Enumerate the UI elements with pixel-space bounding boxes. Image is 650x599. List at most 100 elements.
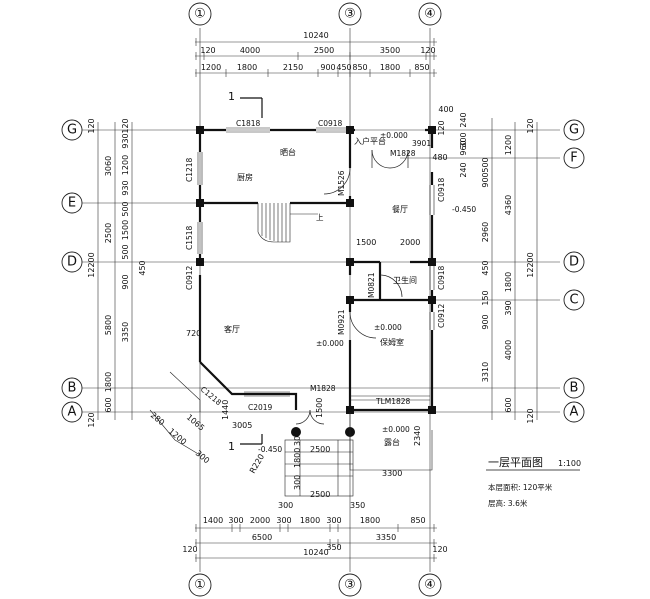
dim-bottom-r2-1: 350 bbox=[326, 543, 341, 552]
level-entrance: ±0.000 bbox=[380, 131, 408, 140]
code-c2019: C2019 bbox=[248, 403, 273, 412]
dim-bottom-r1-3: 300 bbox=[276, 516, 291, 525]
axis-label-3-bottom: ③ bbox=[344, 578, 356, 593]
title-height: 层高: 3.6米 bbox=[488, 498, 528, 508]
dim-left-3: 12200 bbox=[87, 252, 96, 277]
axis-label-g-right: G bbox=[569, 123, 579, 138]
section-mark-1-bottom: 1 bbox=[228, 440, 235, 453]
level-dining-ext: -0.450 bbox=[452, 205, 476, 214]
code-tlm1828: TLM1828 bbox=[375, 397, 411, 406]
misc-3005: 3005 bbox=[232, 421, 252, 430]
stair-up-label: 上 bbox=[316, 213, 324, 222]
axis-label-4-top: ④ bbox=[424, 7, 436, 22]
axis-label-d-left: D bbox=[67, 255, 77, 270]
axis-label-g-left: G bbox=[67, 123, 77, 138]
room-nanny: 保姆室 bbox=[380, 337, 404, 347]
dim-right-in-3: 960 bbox=[459, 140, 468, 155]
misc-300b: 300 bbox=[278, 501, 293, 510]
misc-1440: 1440 bbox=[221, 400, 230, 420]
misc-1200: 1200 bbox=[167, 427, 188, 447]
room-entrance: 入户平台 bbox=[354, 136, 386, 146]
axis-bubbles bbox=[61, 2, 585, 597]
code-c0918-r2: C0918 bbox=[437, 265, 446, 290]
dim-right-7: 3310 bbox=[481, 362, 490, 382]
axis-label-e-left: E bbox=[68, 196, 76, 211]
dim-left-1: 3060 bbox=[104, 156, 113, 176]
title-area: 本层面积: 120平米 bbox=[488, 482, 553, 492]
dim-bottom-120-left: 120 bbox=[182, 545, 197, 554]
dim-left-in-2: 1200 bbox=[121, 155, 130, 175]
misc-1500: 1500 bbox=[356, 238, 376, 247]
dim-left-5: 1800 bbox=[104, 372, 113, 392]
dim-right-in-10: 900 bbox=[481, 314, 490, 329]
dim-top-r1-4: 120 bbox=[420, 46, 435, 55]
code-m0821: M0821 bbox=[367, 272, 376, 298]
dim-right-in-6: 500 bbox=[481, 157, 490, 172]
axis-label-c-right: C bbox=[569, 293, 578, 308]
dim-top-r1-3: 3500 bbox=[380, 46, 400, 55]
dim-right-8: 600 bbox=[504, 397, 513, 412]
code-m1526: M1526 bbox=[337, 170, 346, 196]
code-c0912: C0912 bbox=[185, 265, 194, 290]
dim-left-in-3: 930 bbox=[121, 180, 130, 195]
doors bbox=[295, 149, 409, 425]
level-porch: ±0.000 bbox=[382, 425, 410, 434]
dim-top-r1-2: 2500 bbox=[314, 46, 334, 55]
room-balcony: 晒台 bbox=[280, 147, 296, 157]
dim-bottom-r1-7: 850 bbox=[410, 516, 425, 525]
code-m1828-bottom: M1828 bbox=[310, 384, 336, 393]
bottom-dimension-lines bbox=[195, 524, 437, 562]
code-m1828-top: M1828 bbox=[390, 149, 416, 158]
dim-right-in-9: 150 bbox=[481, 290, 490, 305]
dim-bottom-r1-0: 1400 bbox=[203, 516, 223, 525]
dim-right-3: 12200 bbox=[526, 252, 535, 277]
stair bbox=[257, 203, 318, 243]
dim-right-2: 4360 bbox=[504, 195, 513, 215]
misc-1500b: 1500 bbox=[315, 398, 324, 418]
walls bbox=[198, 128, 434, 412]
dim-bottom-120-right: 120 bbox=[432, 545, 447, 554]
left-dimension-lines bbox=[97, 122, 133, 420]
misc-1800s: 1800 bbox=[293, 448, 302, 468]
misc-2500b: 2500 bbox=[310, 490, 330, 499]
title-scale: 1:100 bbox=[558, 459, 581, 468]
dim-bottom-r2-2: 3350 bbox=[376, 533, 396, 542]
axis-label-f-right: F bbox=[570, 151, 577, 166]
axis-label-1-top: ① bbox=[194, 7, 206, 22]
level-nanny: ±0.000 bbox=[374, 323, 402, 332]
code-c1518: C1518 bbox=[185, 225, 194, 250]
room-bathroom: 卫生间 bbox=[393, 275, 417, 285]
dim-right-in-2: 300 bbox=[459, 132, 468, 147]
code-c0918-r1: C0918 bbox=[437, 177, 446, 202]
dim-bottom-r1-6: 1800 bbox=[360, 516, 380, 525]
dim-left-in-1: 930 bbox=[121, 133, 130, 148]
dim-right-in-4: 240 bbox=[459, 162, 468, 177]
axis-label-d-right: D bbox=[569, 255, 579, 270]
room-porch: 露台 bbox=[384, 437, 400, 447]
misc-300s2: 300 bbox=[293, 431, 302, 446]
dim-left-6: 600 bbox=[104, 397, 113, 412]
dim-right-1: 1200 bbox=[504, 135, 513, 155]
dim-right-small-1: 480 bbox=[432, 153, 447, 162]
misc-300: 300 bbox=[194, 449, 211, 466]
section-marks bbox=[240, 97, 263, 445]
dim-bottom-r2-0: 6500 bbox=[252, 533, 272, 542]
axis-label-b-left: B bbox=[68, 381, 77, 396]
room-living: 客厅 bbox=[224, 324, 240, 334]
dim-top-r2-4: 450 bbox=[336, 63, 351, 72]
dim-left-4: 5800 bbox=[104, 315, 113, 335]
dim-bottom-total: 10240 bbox=[303, 548, 328, 557]
dim-top-r1-1: 4000 bbox=[240, 46, 260, 55]
dim-top-total: 10240 bbox=[303, 31, 328, 40]
code-m0921: M0921 bbox=[337, 309, 346, 335]
dim-right-4: 1800 bbox=[504, 272, 513, 292]
top-dimension-lines bbox=[195, 38, 437, 77]
misc-1065: 1065 bbox=[185, 413, 206, 433]
axis-label-a-left: A bbox=[68, 405, 77, 420]
dim-bottom-r1-2: 2000 bbox=[250, 516, 270, 525]
dim-left-in-9: 3350 bbox=[121, 322, 130, 342]
dim-left-0: 120 bbox=[87, 118, 96, 133]
misc-2500a: 2500 bbox=[310, 445, 330, 454]
title-block: 一层平面图 1:100 本层面积: 120平米 层高: 3.6米 bbox=[486, 456, 581, 508]
